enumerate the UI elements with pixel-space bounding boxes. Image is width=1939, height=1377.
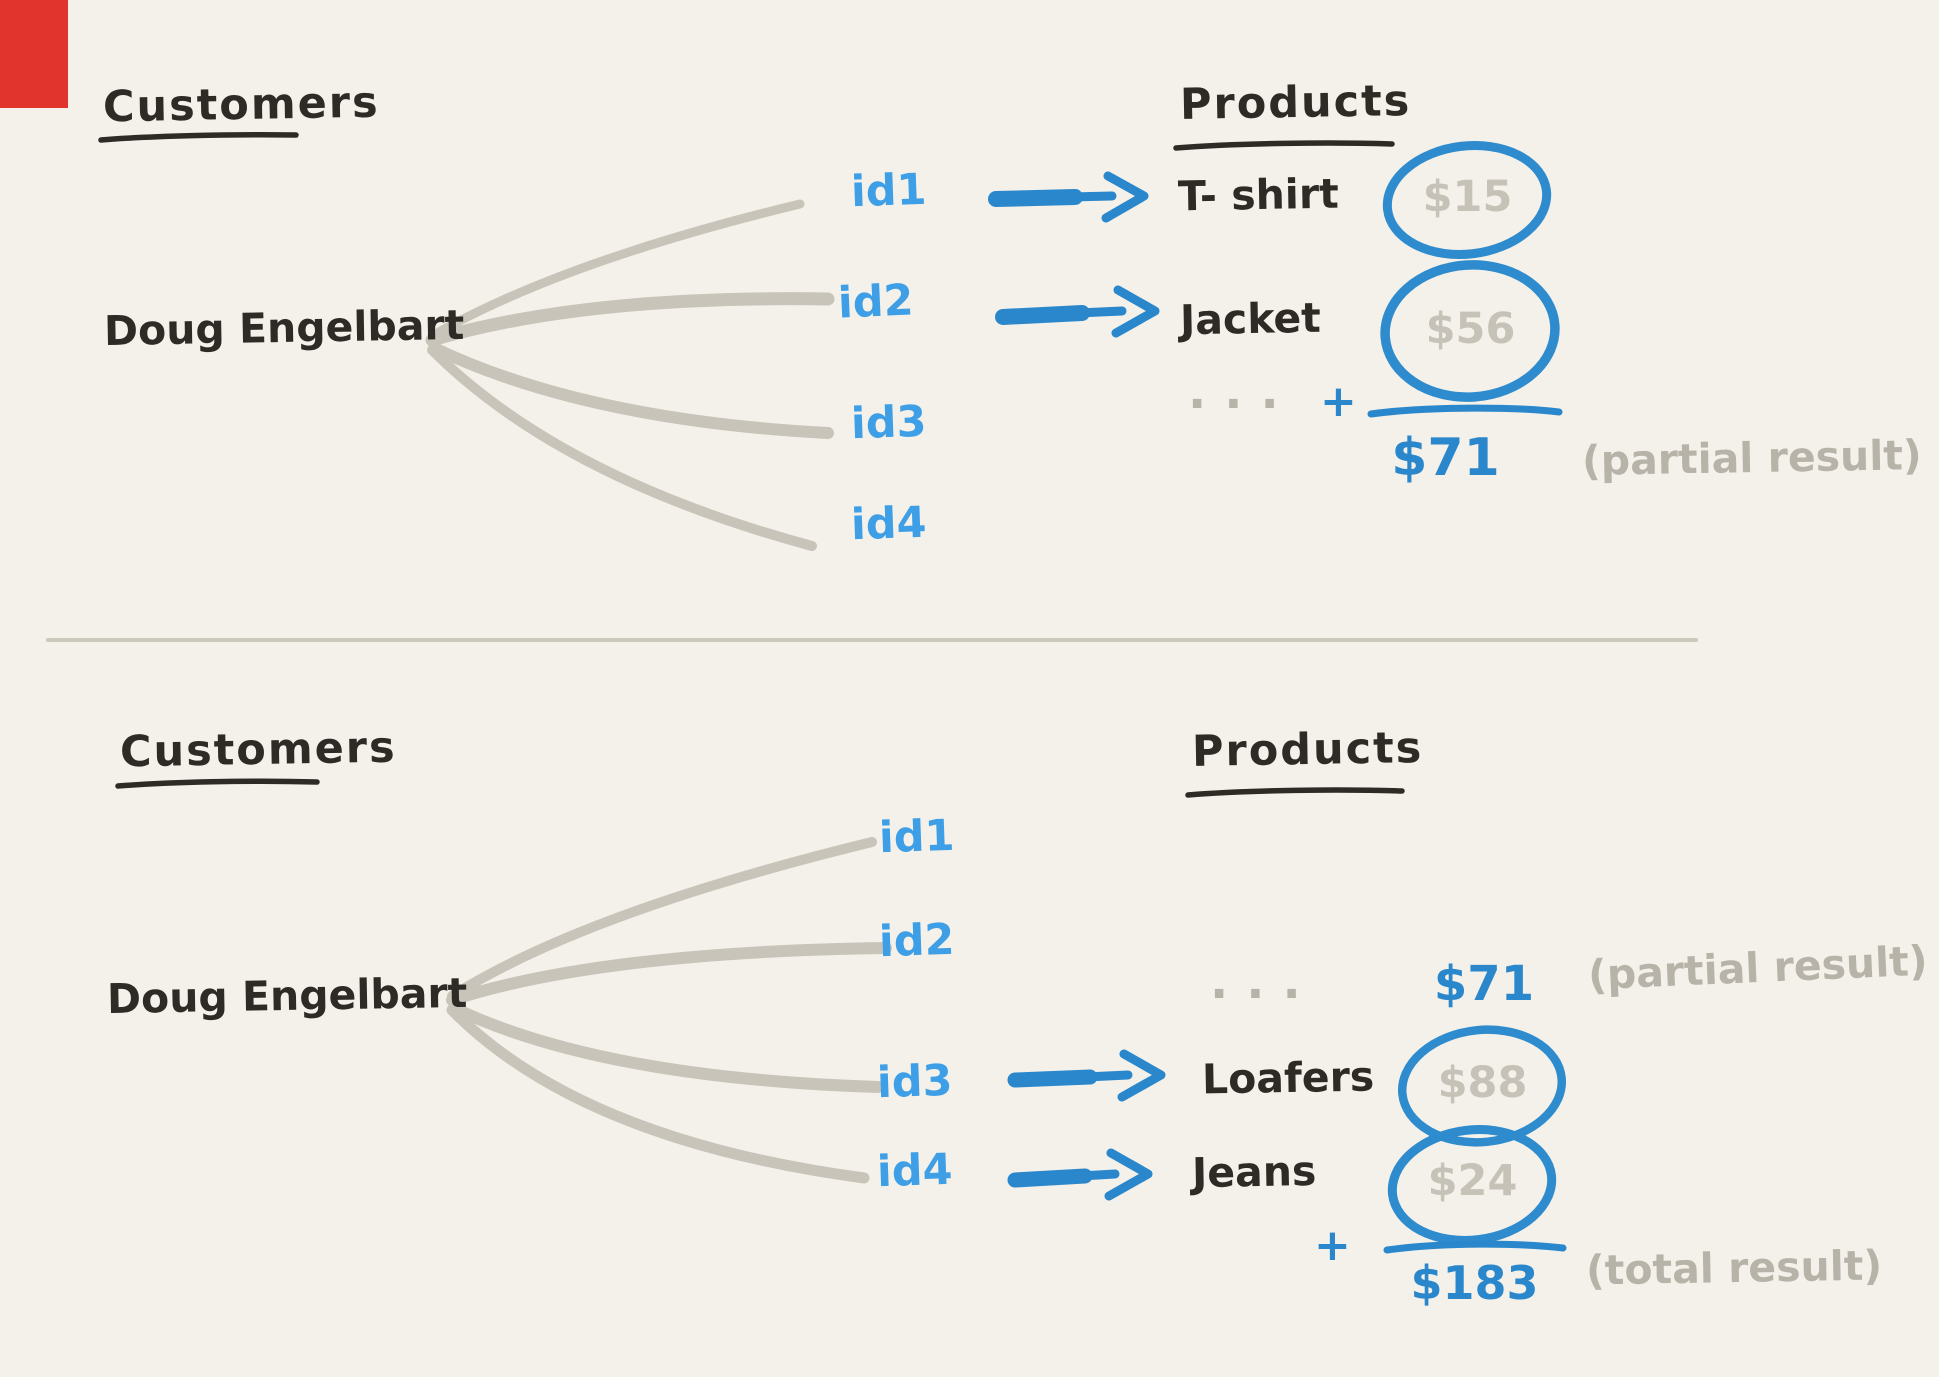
arrow-shaft bbox=[988, 189, 1083, 207]
arrow-shaft-tip bbox=[1073, 306, 1127, 318]
plus-sign-bottom: + bbox=[1314, 1220, 1351, 1271]
branch-id2-top bbox=[425, 292, 835, 347]
match-arrow-id2-jacket bbox=[995, 285, 1160, 338]
id-label-bottom-2: id2 bbox=[878, 914, 956, 968]
arrow-head-icon bbox=[1117, 1049, 1166, 1102]
arrow-shaft-tip bbox=[1076, 1169, 1120, 1181]
branch-id3-bottom bbox=[448, 1002, 884, 1093]
customers-heading-top: Customers bbox=[102, 77, 381, 133]
red-corner-marker bbox=[0, 0, 68, 108]
id-label-top-4: id4 bbox=[850, 497, 928, 551]
id-label-bottom-1: id1 bbox=[878, 810, 956, 864]
arrow-shaft bbox=[1007, 1069, 1098, 1088]
id-label-bottom-3: id3 bbox=[876, 1055, 954, 1109]
carried-partial-sum-value: $71 bbox=[1433, 956, 1535, 1012]
id-label-bottom-4: id4 bbox=[876, 1144, 954, 1198]
price-value-jacket: $56 bbox=[1425, 304, 1516, 354]
branch-id4-bottom bbox=[446, 1004, 870, 1184]
price-value-loafers: $88 bbox=[1437, 1058, 1528, 1108]
arrow-head-icon bbox=[1111, 285, 1160, 338]
branch-id4-top bbox=[427, 345, 817, 551]
plus-sign-top: + bbox=[1320, 376, 1357, 427]
customers-underline-top bbox=[98, 132, 299, 143]
sum-line-bottom bbox=[1383, 1240, 1567, 1254]
id-label-top-2: id2 bbox=[836, 275, 915, 329]
id-label-top-3: id3 bbox=[850, 396, 928, 450]
ellipsis-top: ... bbox=[1188, 364, 1297, 420]
customer-node-bottom: Doug Engelbart bbox=[106, 968, 468, 1024]
product-label-jacket: Jacket bbox=[1179, 293, 1322, 345]
branch-id1-bottom bbox=[447, 837, 877, 1001]
price-circle-24 bbox=[1387, 1125, 1557, 1245]
arrow-shaft-tip bbox=[1065, 191, 1117, 202]
arrow-shaft bbox=[995, 305, 1090, 325]
arrow-head-icon bbox=[1104, 1148, 1153, 1201]
price-circle-15 bbox=[1382, 141, 1552, 259]
branch-id2-bottom bbox=[446, 942, 892, 1006]
products-heading-top: Products bbox=[1179, 75, 1412, 131]
price-circle-88 bbox=[1397, 1025, 1567, 1147]
branch-id3-top bbox=[428, 342, 834, 439]
total-result-note: (total result) bbox=[1585, 1241, 1883, 1295]
product-label-jeans: Jeans bbox=[1191, 1146, 1317, 1198]
price-value-tshirt: $15 bbox=[1422, 172, 1513, 222]
match-arrow-id1-tshirt bbox=[988, 171, 1149, 223]
customer-id-branches-top bbox=[425, 199, 835, 551]
products-underline-bottom bbox=[1185, 787, 1405, 798]
products-underline-top bbox=[1173, 140, 1395, 151]
price-circle-56 bbox=[1380, 260, 1560, 402]
price-value-jeans: $24 bbox=[1427, 1156, 1518, 1206]
partial-sum-value-top: $71 bbox=[1391, 428, 1500, 488]
branch-id1-top bbox=[427, 199, 805, 341]
product-label-tshirt: T- shirt bbox=[1177, 169, 1340, 221]
arrow-shaft bbox=[1007, 1168, 1093, 1188]
product-label-loafers: Loafers bbox=[1201, 1052, 1375, 1104]
total-sum-value: $183 bbox=[1410, 1256, 1539, 1310]
match-arrow-id4-jeans bbox=[1007, 1148, 1153, 1201]
partial-result-note-top: (partial result) bbox=[1581, 431, 1923, 485]
customer-id-branches-bottom bbox=[446, 837, 892, 1184]
products-heading-bottom: Products bbox=[1191, 722, 1424, 778]
customer-node-top: Doug Engelbart bbox=[103, 300, 465, 356]
match-arrow-id3-loafers bbox=[1007, 1049, 1166, 1102]
ellipsis-bottom: ... bbox=[1210, 954, 1319, 1010]
arrow-head-icon bbox=[1101, 171, 1149, 223]
customers-heading-bottom: Customers bbox=[119, 722, 398, 778]
id-label-top-1: id1 bbox=[850, 164, 928, 218]
sum-line-top bbox=[1367, 404, 1563, 418]
customers-underline-bottom bbox=[115, 778, 320, 789]
arrow-shaft-tip bbox=[1081, 1070, 1133, 1082]
